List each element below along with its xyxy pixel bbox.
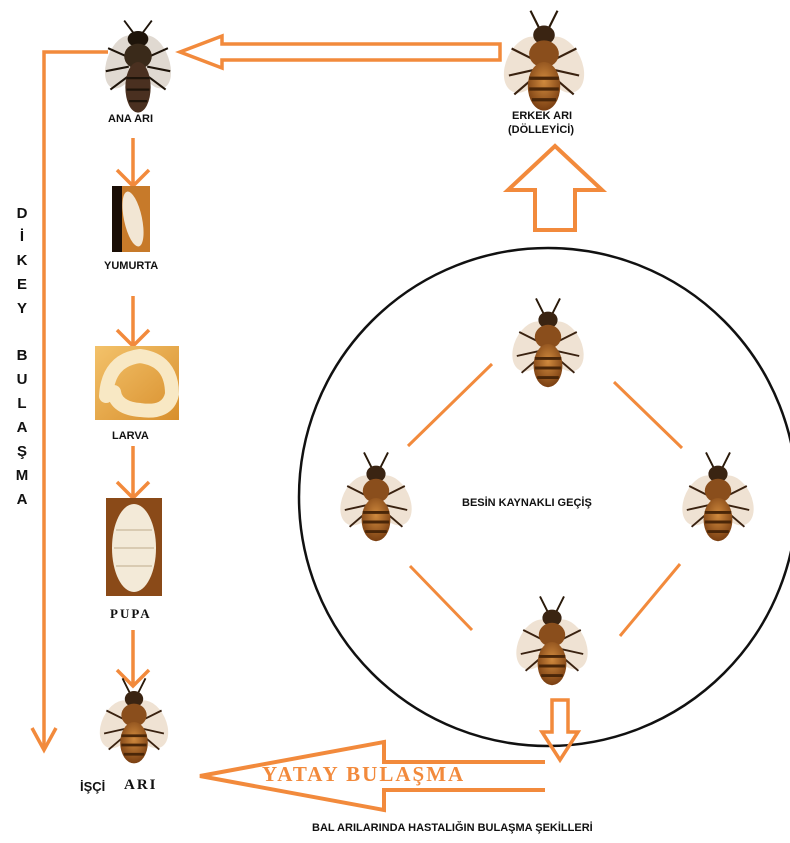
vertical-char: B xyxy=(14,347,30,364)
drone-bee-icon xyxy=(495,11,592,111)
drone-label-line2: (DÖLLEYİCİ) xyxy=(508,124,574,136)
larva-icon xyxy=(95,346,179,420)
queen-label: ANA ARI xyxy=(108,113,153,125)
egg-label: YUMURTA xyxy=(104,260,158,272)
vertical-char: Y xyxy=(14,300,30,317)
vertical-char: Ş xyxy=(14,443,30,460)
drone-to-queen-arrow xyxy=(180,36,500,68)
bee-right-icon xyxy=(675,452,761,541)
pupa-icon xyxy=(106,498,162,596)
horizontal-transmission-label: YATAY BULAŞMA xyxy=(262,762,465,787)
queen-bee-icon xyxy=(98,21,177,113)
bee-bottom-icon xyxy=(509,596,595,685)
vertical-char: U xyxy=(14,371,30,388)
up-arrow-to-drone xyxy=(508,146,602,230)
vertical-char: A xyxy=(14,491,30,508)
vertical-char: A xyxy=(14,419,30,436)
worker-label-part2: ARI xyxy=(124,777,158,794)
worker-bee-icon xyxy=(93,678,176,763)
bee-left-icon xyxy=(333,452,419,541)
down-arrow-to-worker xyxy=(542,700,578,760)
larva-label: LARVA xyxy=(112,430,149,442)
vertical-char: İ xyxy=(14,228,30,245)
vertical-char: M xyxy=(14,467,30,484)
bee-top-icon xyxy=(505,298,591,387)
vertical-char: L xyxy=(14,395,30,412)
worker-label-part1: İŞÇİ xyxy=(80,779,105,794)
vertical-char: K xyxy=(14,252,30,269)
diagram-caption: BAL ARILARINDA HASTALIĞIN BULAŞMA ŞEKİLL… xyxy=(312,822,593,834)
food-transfer-label: BESİN KAYNAKLI GEÇİŞ xyxy=(462,497,592,509)
vertical-char: E xyxy=(14,276,30,293)
vertical-char: D xyxy=(14,205,30,222)
pupa-label: PUPA xyxy=(110,606,152,622)
drone-label-line1: ERKEK ARI xyxy=(512,110,572,122)
egg-icon xyxy=(112,186,150,252)
